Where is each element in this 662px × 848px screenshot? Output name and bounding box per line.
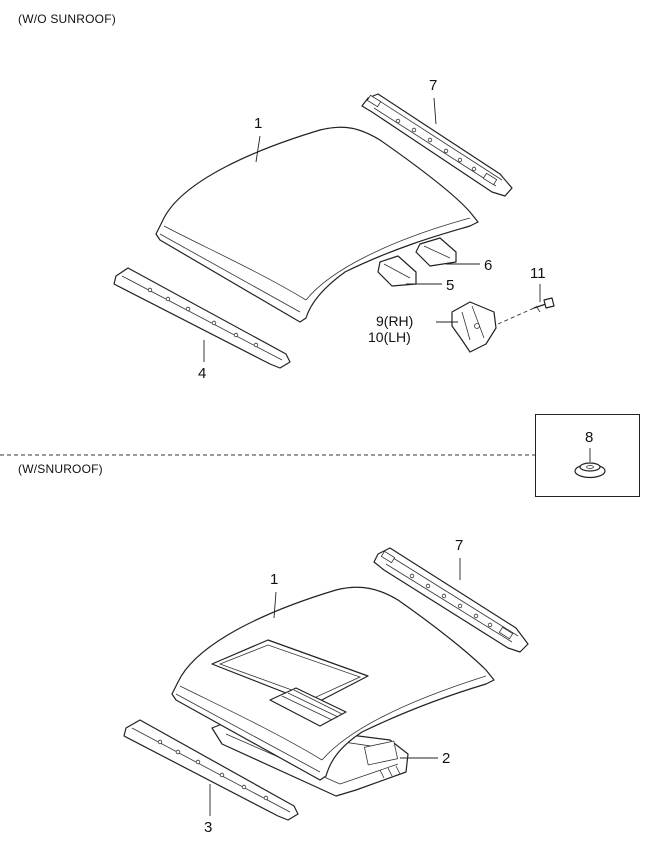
callout-top-bracket-lh: 10(LH) [368, 329, 411, 345]
leader-top-1 [255, 135, 261, 163]
bottom-rear-rail-7 [373, 547, 529, 653]
callout-bottom-rear-rail: 7 [455, 537, 464, 554]
callout-inset-grommet: 8 [585, 429, 594, 446]
top-front-rail-4 [113, 267, 291, 369]
section-label-with-sunroof: (W/SNUROOF) [18, 462, 103, 476]
callout-top-bow-6: 6 [484, 257, 493, 274]
callout-top-bracket-rh: 9(RH) [376, 313, 414, 329]
callout-bottom-front-rail: 3 [204, 819, 213, 836]
callout-bottom-roof-panel: 1 [270, 571, 279, 588]
section-label-without-sunroof: (W/O SUNROOF) [18, 12, 116, 26]
top-bracket-9-10 [451, 301, 497, 353]
callout-top-rear-rail: 7 [429, 77, 438, 94]
callout-top-front-rail: 4 [198, 365, 207, 382]
top-roof-bow-5 [377, 255, 417, 287]
top-bolt-11 [497, 297, 555, 325]
top-roof-panel-1 [155, 126, 479, 323]
callout-top-roof-panel: 1 [254, 115, 263, 132]
leader-top-7 [433, 97, 437, 125]
bottom-roof-panel-1 [171, 586, 495, 781]
callout-bottom-sunroof-frame: 2 [442, 750, 451, 767]
top-roof-bow-6 [415, 237, 457, 267]
callout-top-bolt: 11 [530, 265, 546, 282]
inset-box-grommet [535, 414, 640, 497]
top-rear-rail-7 [361, 93, 513, 197]
callout-top-bow-5: 5 [446, 277, 455, 294]
bottom-front-rail-3 [123, 719, 299, 821]
inset-grommet-8 [574, 448, 606, 479]
leader-bottom-1 [273, 591, 277, 619]
